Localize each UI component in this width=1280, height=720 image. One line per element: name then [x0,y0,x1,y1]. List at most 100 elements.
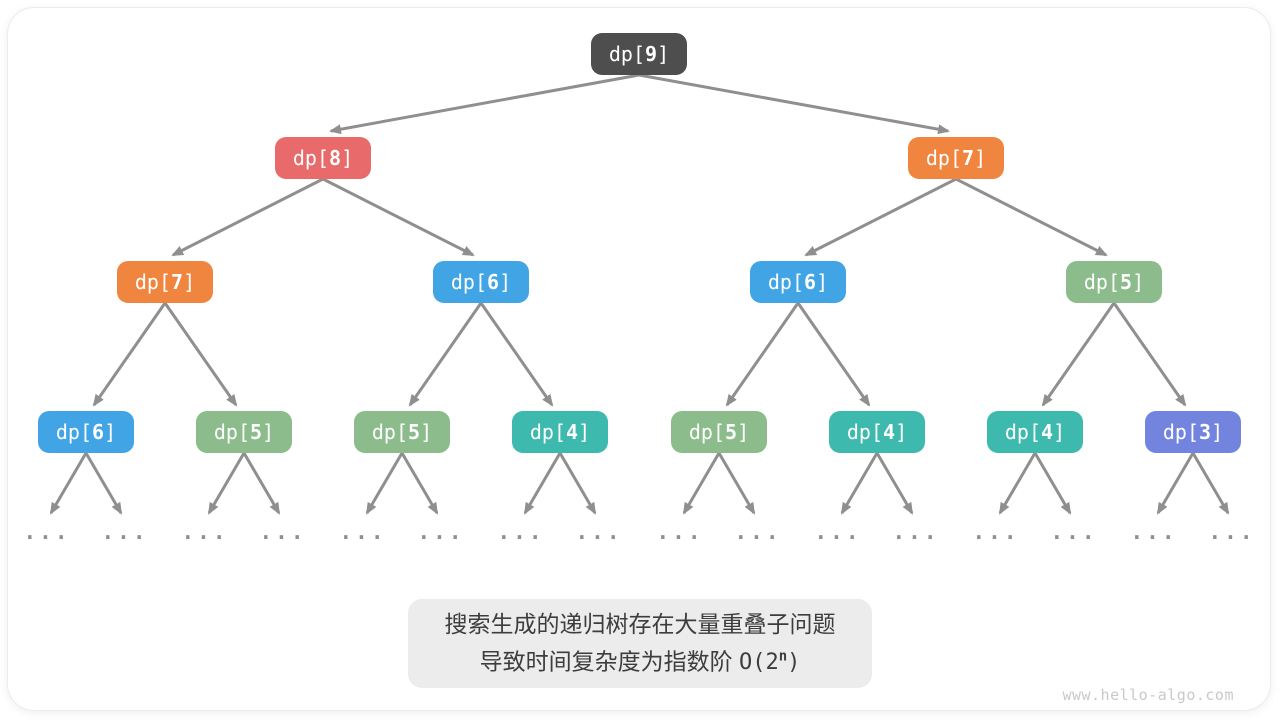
ellipsis: ... [576,520,623,544]
tree-edge [717,452,756,515]
tree-edge [875,452,914,515]
node-box [196,411,292,453]
caption-line-2-text: 导致时间复杂度为指数阶 [479,648,739,675]
tree-node: dp[8] [275,137,371,179]
tree-edge [558,452,597,515]
node-box [987,411,1083,453]
tree-edge [1112,302,1187,407]
tree-node: dp[6] [38,411,134,453]
tree-edge [1191,452,1230,515]
ellipsis: ... [735,520,782,544]
ellipsis: ... [973,520,1020,544]
tree-node: dp[5] [671,411,767,453]
ellipsis: ... [1051,520,1098,544]
node-label: dp[6] [451,270,511,294]
tree-edge [479,302,554,407]
diagram-card [8,8,1270,710]
tree-edge [322,177,475,257]
tree-edge [998,452,1037,515]
ellipsis-row: ........................................… [24,520,1256,544]
node-label: dp[4] [1005,420,1065,444]
node-box [591,33,687,75]
tree-nodes: dp[9] dp[8] dp[7] dp[7] dp[6] dp[6] dp[5] dp[6]… [38,33,1241,453]
tree-edge [796,302,871,407]
node-label: dp[6] [768,270,828,294]
tree-edge [242,452,281,515]
caption-line-2: 导致时间复杂度为指数阶 O(2n) [408,641,872,679]
ellipsis: ... [1209,520,1256,544]
node-box [512,411,608,453]
ellipsis: ... [418,520,465,544]
ellipsis: ... [260,520,307,544]
node-label: dp[7] [926,146,986,170]
ellipsis: ... [815,520,862,544]
tree-node: dp[4] [512,411,608,453]
ellipsis: ... [340,520,387,544]
tree-edge [365,452,404,515]
ellipsis: ... [498,520,545,544]
tree-edge [92,302,167,407]
tree-edge [955,177,1108,257]
node-label: dp[5] [1084,270,1144,294]
ellipsis: ... [102,520,149,544]
tree-edge [329,73,640,135]
node-box [908,137,1004,179]
node-box [750,261,846,303]
tree-node: dp[4] [987,411,1083,453]
tree-node: dp[7] [908,137,1004,179]
caption-line-1: 搜索生成的递归树存在大量重叠子问题 [444,611,836,637]
tree-node: dp[4] [829,411,925,453]
tree-edge [408,302,483,407]
tree-edge [1041,302,1116,407]
watermark: www.hello-algo.com [1062,686,1234,704]
ellipsis: ... [657,520,704,544]
node-label: dp[8] [293,146,353,170]
tree-edge [49,452,88,515]
tree-edges [49,73,1230,515]
ellipsis: ... [24,520,71,544]
ellipsis: ... [893,520,940,544]
tree-edge [400,452,439,515]
node-box [671,411,767,453]
tree-edge [682,452,721,515]
tree-edge [1156,452,1195,515]
tree-edge [171,177,324,257]
ellipsis: ... [182,520,229,544]
tree-node: dp[7] [117,261,213,303]
node-box [275,137,371,179]
node-box [433,261,529,303]
tree-edge [84,452,123,515]
tree-edge [638,73,950,135]
node-label: dp[5] [214,420,274,444]
node-label: dp[3] [1163,420,1223,444]
tree-edge [163,302,238,407]
node-label: dp[5] [372,420,432,444]
node-label: dp[6] [56,420,116,444]
tree-node: dp[6] [433,261,529,303]
node-label: dp[7] [135,270,195,294]
node-label: dp[5] [689,420,749,444]
complexity-formula: O(2n) [738,649,801,676]
ellipsis: ... [1131,520,1178,544]
node-label: dp[4] [847,420,907,444]
caption-box: 搜索生成的递归树存在大量重叠子问题 导致时间复杂度为指数阶 O(2n) [408,599,872,689]
tree-edge [804,177,957,257]
node-label: dp[9] [609,42,669,66]
node-box [1145,411,1241,453]
tree-edge [1033,452,1072,515]
node-box [829,411,925,453]
tree-node: dp[9] [591,33,687,75]
tree-edge [725,302,800,407]
tree-node: dp[6] [750,261,846,303]
node-box [1066,261,1162,303]
tree-node: dp[3] [1145,411,1241,453]
node-box [117,261,213,303]
tree-node: dp[5] [1066,261,1162,303]
node-box [38,411,134,453]
node-box [354,411,450,453]
tree-node: dp[5] [196,411,292,453]
node-label: dp[4] [530,420,590,444]
tree-edge [523,452,562,515]
tree-edge [840,452,879,515]
